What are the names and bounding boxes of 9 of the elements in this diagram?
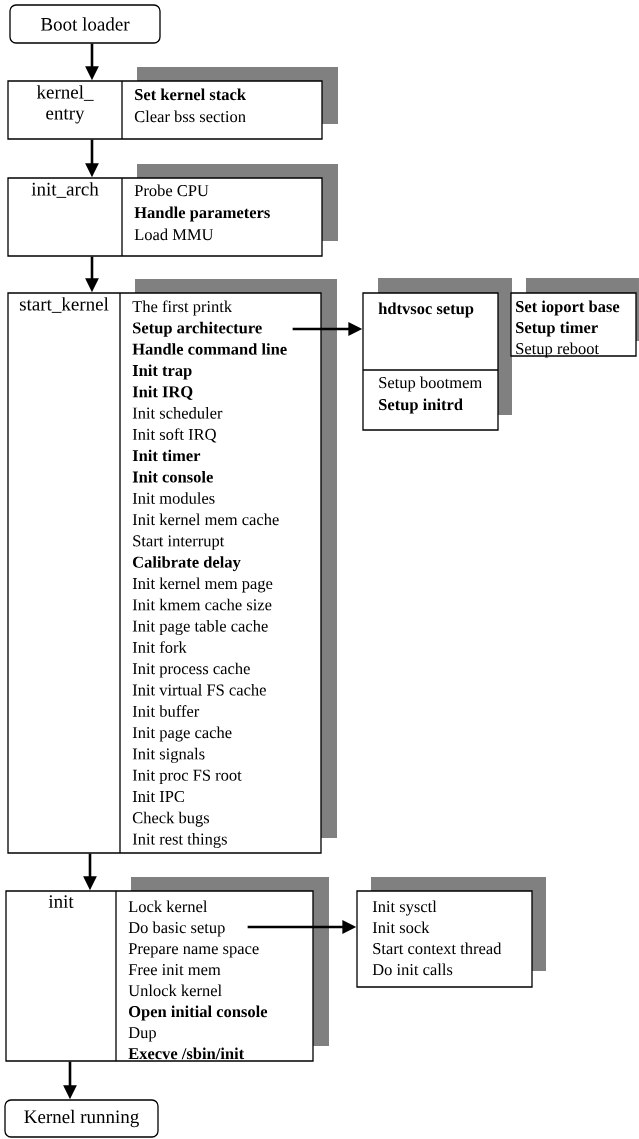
list-box: Init sysctl Init sock Start context thread Do init calls (356, 877, 546, 988)
stage-box: init Lock kernel Do basic setup Prepare name space Free init mem Unlock kernel Open initial console Dup Execve /sbin/init (5, 877, 329, 1062)
list-box: Set ioport base Setup timer Setup reboot (510, 278, 639, 358)
stage-box: init_arch Probe CPU Handle parameters Load MMU (7, 164, 338, 257)
split-box: hdtvsoc setup Setup bootmem Setup initrd (362, 278, 512, 431)
terminal-box: Kernel running (4, 1099, 159, 1138)
stage-box: kernel_ entry Set kernel stack Clear bss section (7, 67, 338, 140)
stage-box: start_kernel The first printk Setup architecture Handle command line Init trap Init IRQ Init scheduler Init soft IRQ Init timer Init console Init modules Init kernel mem cache Start interrupt Calibrate delay Init kernel mem page Init kmem cache size Init page table cache Init fork Init process cache Init virtual FS cache Init buffer Init page cache Init signals Init proc FS root Init IPC Check bugs Init rest things (7, 279, 337, 854)
terminal-box: Boot loader (9, 4, 161, 44)
